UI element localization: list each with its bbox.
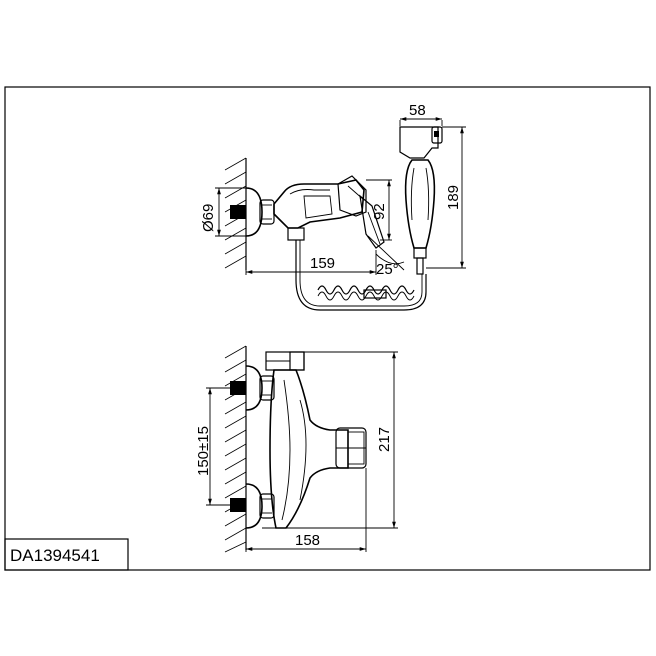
- bottom-wall: [224, 345, 247, 553]
- bottom-view: 150±15 217 158: [195, 345, 398, 553]
- dim-150-15: 150±15: [195, 426, 212, 476]
- bottom-mixer-body: [269, 369, 349, 529]
- top-flange: [245, 187, 263, 237]
- top-outlet: [287, 227, 305, 241]
- dim-159: 159: [310, 255, 335, 272]
- hand-shower: [399, 126, 443, 275]
- drawing-frame: [4, 86, 651, 571]
- top-view: 58 189 Ø69 92 159 25°: [200, 102, 466, 311]
- dim-189: 189: [445, 185, 462, 210]
- dim-217: 217: [376, 427, 393, 452]
- dim-angle-25: 25°: [376, 261, 399, 278]
- lower-flange: [245, 483, 263, 529]
- upper-flange: [245, 365, 263, 411]
- top-lever: [337, 175, 367, 217]
- dim-diameter-69: Ø69: [200, 204, 217, 232]
- product-code: DA1394541: [10, 546, 100, 565]
- product-code-box: DA1394541: [4, 538, 129, 571]
- dim-158: 158: [295, 532, 320, 549]
- top-mixer-body: [273, 179, 365, 229]
- top-holder: [359, 194, 385, 249]
- coiled-hose: [295, 240, 427, 311]
- top-wall: [224, 157, 247, 270]
- dim-92: 92: [371, 203, 388, 220]
- dim-58: 58: [409, 102, 426, 119]
